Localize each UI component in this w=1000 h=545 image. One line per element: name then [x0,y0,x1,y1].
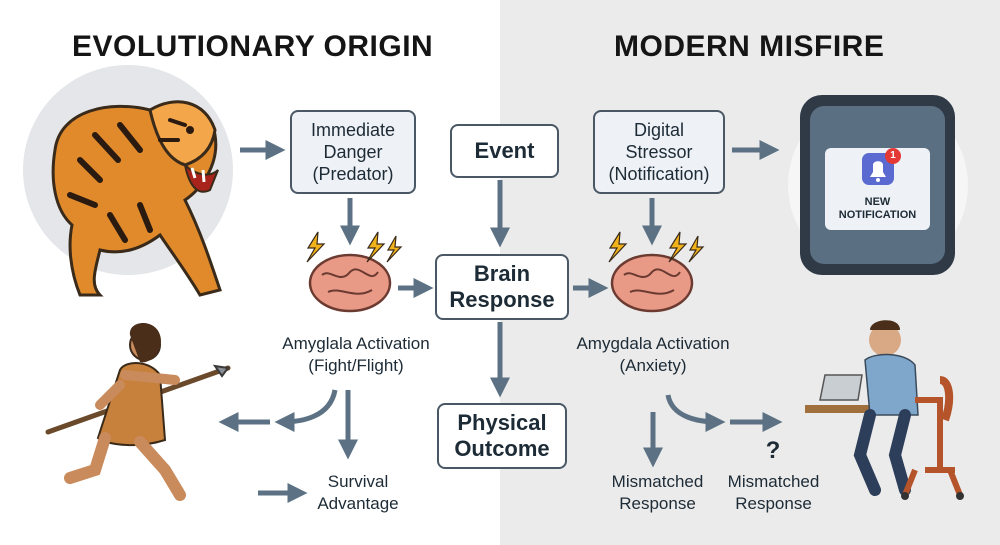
arrow-activation-curve [274,389,338,432]
bell-app-icon [862,148,901,185]
notification-badge: 1 [890,150,896,161]
lightning-icon [366,231,386,263]
amygdala-activation-anxiety-label: Amygdala Activation (Anxiety) [576,334,730,375]
lightning-icon [608,231,628,263]
left-panel-title: EVOLUTIONARY ORIGIN [72,30,434,63]
immediate-danger-box: Immediate Danger (Predator) [290,110,416,194]
brain-response-box: Brain Response [435,254,569,320]
mismatched-response-label-2: Mismatched Response [727,472,820,513]
tiger-icon [23,65,233,297]
arrow-mismatch-curve [665,394,726,432]
lightning-icon [668,231,688,263]
lightning-icon [688,235,705,263]
flow-arrows [218,140,783,503]
stressed-person-icon [805,320,964,500]
question-mark: ? [765,437,781,464]
brain-icon [610,253,694,313]
physical-outcome-box: Physical Outcome [437,403,567,469]
event-box: Event [450,124,559,178]
amygdala-activation-fight-flight-label: Amyglala Activation (Fight/Flight) [282,334,430,375]
lightning-icon [306,231,326,263]
digital-stressor-box: Digital Stressor (Notification) [593,110,725,194]
notification-text: NEW NOTIFICATION [838,196,917,221]
lightning-icon [386,235,403,263]
caveman-icon [45,322,231,501]
mismatched-response-label-1: Mismatched Response [611,472,704,513]
brain-icon [308,253,392,313]
right-panel-title: MODERN MISFIRE [614,30,885,63]
survival-advantage-label: Survival Advantage [317,472,399,513]
